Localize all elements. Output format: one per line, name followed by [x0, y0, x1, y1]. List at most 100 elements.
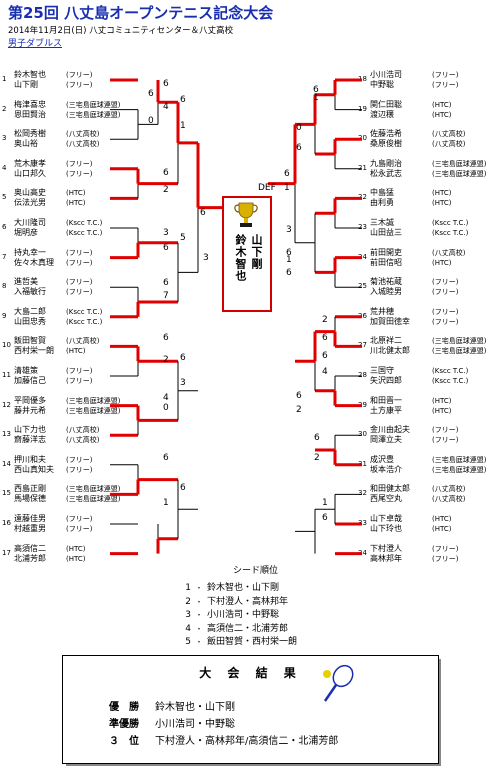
entry-players: 西島正剛馬場保德	[14, 484, 46, 504]
entry-number: 25	[358, 282, 367, 291]
entry-number: 8	[2, 282, 7, 291]
seed-pair: 高須信二・北浦芳郎	[207, 623, 289, 634]
entry-number: 11	[2, 371, 11, 379]
entry-number: 29	[358, 400, 367, 409]
score-label: 4	[163, 393, 169, 403]
entry-affiliations: (八丈高校)(八丈高校)	[66, 426, 100, 445]
entry-affiliations: (フリー)(フリー)	[432, 426, 459, 445]
entry-number: 16	[2, 519, 11, 527]
entry-number: 20	[358, 134, 367, 143]
score-label: 6	[286, 248, 292, 258]
entry-players: 和田晋一土方康平	[370, 395, 402, 415]
entry-number: 7	[2, 252, 7, 261]
entry-players: 三木誠山田益三	[370, 218, 402, 237]
entry-players: 成沢豊坂本浩介	[370, 454, 402, 474]
entry-affiliations: (八丈高校)(HTC)	[432, 248, 466, 267]
entry-players: 佐藤浩希桑原俊樹	[370, 129, 402, 149]
entry-players: 梅津喜忠恩田賢治	[14, 99, 46, 119]
seed-pair: 小川浩司・中野聡	[207, 610, 280, 620]
entry-players: 鈴木智也山下剛	[14, 70, 46, 89]
entry-number: 33	[358, 519, 367, 527]
results-title: 大 会 結 果	[199, 666, 302, 680]
entry-affiliations: (三宅島庭球連盟)(三宅島庭球連盟)	[66, 100, 121, 119]
entry-number: 34	[358, 548, 367, 557]
page-title: 第25回 八丈島オープンテニス記念大会	[8, 4, 274, 22]
entry-number: 10	[2, 341, 11, 350]
result-label: 優 勝	[109, 702, 139, 713]
score-label: 6	[163, 333, 169, 343]
entry-affiliations: (Kscc T.C.)(Kscc T.C.)	[66, 307, 103, 326]
entry-number: 5	[2, 193, 7, 202]
score-label: 6	[322, 351, 328, 361]
entry-affiliations: (HTC)(HTC)	[432, 515, 452, 533]
score-label: 3	[203, 253, 209, 263]
score-label: 6	[286, 268, 292, 278]
score-label: 1	[284, 183, 290, 193]
entry-number: 23	[358, 223, 367, 231]
score-label: 6	[200, 208, 206, 218]
score-label: 0	[296, 123, 302, 133]
seed-no: 1	[185, 583, 191, 593]
entry-affiliations: (八丈高校)(八丈高校)	[66, 130, 100, 149]
seeding-row: 2・下村澄人・高林邦年	[175, 594, 297, 608]
entry-affiliations: (Kscc T.C.)(Kscc T.C.)	[432, 367, 469, 385]
seed-no: 2	[185, 596, 191, 607]
score-label: 6	[322, 513, 328, 523]
score-label: 6	[322, 333, 328, 343]
entry-players: 北原祥二川北健太郎	[370, 336, 410, 356]
tennis-racket-icon	[323, 664, 354, 702]
entry-affiliations: (フリー)(フリー)	[66, 71, 93, 89]
entry-affiliations: (HTC)(HTC)	[432, 396, 452, 415]
result-row: 優 勝鈴木智也・山下剛	[93, 698, 235, 713]
score-label: 3	[163, 228, 169, 238]
score-label: 3	[286, 225, 292, 235]
entry-players: 前田開吏前田信昭	[370, 247, 402, 267]
entry-affiliations: (フリー)(フリー)	[66, 159, 93, 178]
seeding-row: 3・小川浩司・中野聡	[175, 607, 297, 621]
entry-players: 進哲美入福敏行	[14, 277, 46, 297]
bracket-diagram: 6064616236567636240636166261606136162664…	[110, 78, 362, 556]
score-label: 2	[163, 185, 169, 195]
score-label: 6	[163, 453, 169, 463]
score-label: 6	[313, 85, 319, 95]
champion-box: 山下剛 鈴木智也	[222, 196, 272, 312]
entry-number: 26	[358, 311, 367, 320]
seed-dot: ・	[195, 597, 203, 606]
score-label: 6	[314, 433, 320, 443]
entry-players: 小川浩司中野聡	[370, 70, 402, 89]
score-label: 6	[284, 169, 290, 179]
entry-number: 31	[358, 459, 367, 468]
entry-players: 山下力也齋藤洋志	[14, 425, 46, 445]
entry-players: 三国守矢沢四郎	[370, 366, 402, 385]
entry-players: 平岡優多藤井元希	[14, 395, 46, 415]
score-label: 2	[296, 405, 302, 415]
seeding-title: シード順位	[233, 566, 279, 576]
entry-players: 松岡秀樹奥山裕	[14, 129, 46, 149]
trophy-icon	[234, 202, 258, 227]
entry-number: 14	[2, 459, 11, 468]
entry-affiliations: (HTC)(HTC)	[66, 189, 86, 208]
result-label: 準優勝	[109, 719, 139, 730]
score-label: 5	[180, 233, 186, 243]
entry-players: 清雄策加藤信己	[14, 366, 46, 385]
score-label: 2	[322, 315, 328, 325]
result-label: ３ 位	[109, 736, 139, 747]
entry-affiliations: (三宅島庭球連盟)(三宅島庭球連盟)	[66, 396, 121, 415]
score-label: 1	[163, 498, 169, 508]
seed-no: 4	[185, 623, 191, 634]
entry-affiliations: (三宅島庭球連盟)(三宅島庭球連盟)	[432, 455, 487, 474]
score-label: 6	[148, 89, 154, 99]
entry-players: 高須信二北浦芳郎	[14, 543, 46, 563]
seed-dot: ・	[195, 624, 203, 633]
seed-pair: 鈴木智也・山下剛	[207, 583, 280, 593]
entry-number: 19	[358, 104, 367, 113]
entry-affiliations: (Kscc T.C.)(Kscc T.C.)	[432, 219, 469, 237]
score-label: 0	[148, 116, 154, 126]
result-row: ３ 位下村澄人・高林邦年/高須信二・北浦芳郎	[93, 732, 338, 747]
entry-players: 菊池祐蔵入城睦男	[370, 277, 402, 297]
score-label: 4	[163, 102, 169, 112]
score-label: 1	[313, 93, 319, 103]
entry-number: 24	[358, 252, 367, 261]
